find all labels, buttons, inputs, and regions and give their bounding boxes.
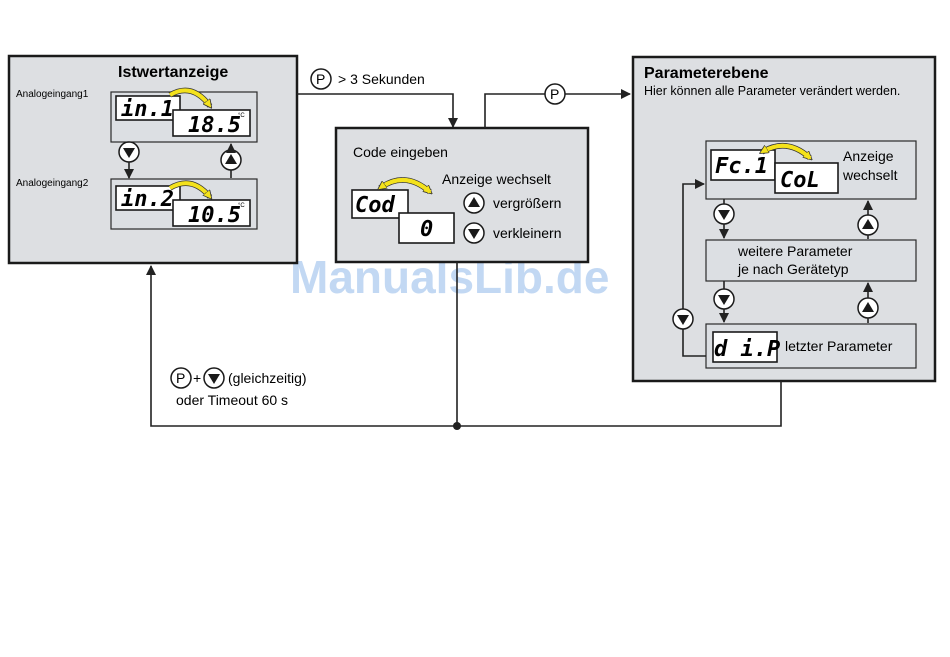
analog-input-1-label: Analogeingang1 — [16, 89, 89, 100]
unit-in2: °C — [238, 203, 245, 209]
transition-p: P — [484, 83, 631, 128]
plus-sign: + — [193, 370, 201, 386]
increase-label: vergrößern — [493, 195, 561, 211]
lcd-code: Cod — [355, 193, 395, 218]
actual-value-panel: Istwertanzeige Analogeingang1 in.1 18.5 … — [7, 54, 299, 265]
param-display-change-1: Anzeige — [843, 148, 894, 164]
display-input-1: in.1 18.5 °C — [110, 87, 258, 143]
down-button-icon[interactable] — [713, 203, 735, 225]
lcd-value-in1: 18.5 — [188, 113, 241, 138]
down-button-icon[interactable] — [203, 367, 225, 389]
up-button-icon[interactable] — [857, 297, 879, 319]
p-button-letter-3: P — [176, 370, 185, 386]
down-button-icon[interactable] — [118, 141, 140, 163]
down-button-icon[interactable] — [463, 222, 485, 244]
unit-in1: °C — [238, 113, 245, 119]
up-button-icon[interactable] — [463, 192, 485, 214]
more-parameters-line2: je nach Gerätetyp — [737, 261, 849, 277]
down-button-icon[interactable] — [713, 288, 735, 310]
analog-input-2-label: Analogeingang2 — [16, 178, 89, 189]
last-parameter-label: letzter Parameter — [785, 338, 893, 354]
code-display-change-text: Anzeige wechselt — [442, 171, 551, 187]
up-button-icon[interactable] — [220, 149, 242, 171]
transition-p-3s: P > 3 Sekunden — [297, 68, 458, 128]
hold-duration-label: > 3 Sekunden — [338, 71, 425, 87]
param-display-change-2: wechselt — [842, 167, 898, 183]
return-path: P + (gleichzeitig) oder Timeout 60 s — [146, 262, 782, 430]
last-parameter-box: d i.P letzter Parameter — [705, 323, 917, 369]
display-input-2: in.2 10.5 °C — [110, 178, 258, 230]
down-button-icon[interactable] — [672, 308, 694, 330]
lcd-value-in2: 10.5 — [188, 203, 241, 228]
lcd-code-in2: in.2 — [121, 187, 174, 212]
p-button-letter: P — [316, 71, 325, 87]
lcd-code-dip: d i.P — [714, 337, 780, 362]
lcd-code-fc1: Fc.1 — [715, 154, 768, 179]
simultaneous-label: (gleichzeitig) — [228, 370, 307, 386]
more-parameters-box: weitere Parameter je nach Gerätetyp — [705, 239, 917, 282]
display-first-parameter: Fc.1 CoL Anzeige wechselt — [705, 140, 917, 200]
lcd-value-col: CoL — [780, 168, 820, 193]
timeout-label: oder Timeout 60 s — [176, 392, 288, 408]
code-entry-title: Code eingeben — [353, 144, 448, 160]
parameter-level-subtitle: Hier können alle Parameter verändert wer… — [644, 84, 900, 98]
lcd-code-value: 0 — [420, 217, 433, 242]
more-parameters-line1: weitere Parameter — [737, 243, 853, 259]
parameter-level-panel: Parameterebene Hier können alle Paramete… — [631, 55, 937, 383]
code-entry-panel: Code eingeben Cod 0 Anzeige wechselt ver… — [334, 126, 590, 264]
decrease-label: verkleinern — [493, 225, 561, 241]
actual-value-title: Istwertanzeige — [118, 64, 228, 81]
p-button-letter-2: P — [550, 86, 559, 102]
parameter-level-title: Parameterebene — [644, 65, 769, 82]
lcd-code-in1: in.1 — [121, 97, 174, 122]
up-button-icon[interactable] — [857, 214, 879, 236]
